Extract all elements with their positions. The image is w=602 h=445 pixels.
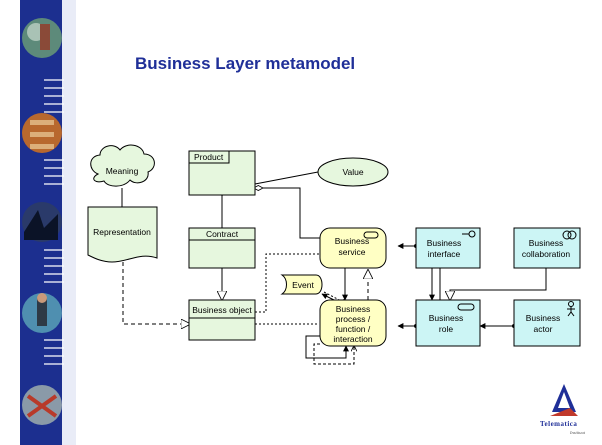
collaboration-aggregates-role [450,268,546,300]
product-label: Product [194,152,224,162]
contract-node[interactable]: Contract [188,227,256,269]
meaning-node[interactable]: Meaning [90,144,155,187]
logo-subtitle: Instituut [570,430,586,435]
business-object-label: Business object [192,305,252,315]
business-service-node[interactable]: Business service [319,227,387,269]
actor-icon [567,301,575,317]
business-collaboration-node[interactable]: Business collaboration [513,227,581,269]
representation-node[interactable]: Representation [87,206,158,263]
product-value-link [255,171,319,184]
value-node[interactable]: Value [317,157,389,187]
representation-label: Representation [93,227,151,237]
business-service-label-2: service [339,247,366,257]
product-node[interactable]: Product [188,150,256,196]
role-icon [457,303,475,311]
business-collaboration-label-2: collaboration [522,249,570,259]
business-actor-node[interactable]: Business actor [513,299,581,347]
event-label: Event [292,280,314,290]
business-process-label-4: interaction [333,334,372,344]
business-interface-label-2: interface [428,249,461,259]
sidebar-decoration [0,0,76,445]
process-self-trigger [305,335,349,359]
business-role-label-1: Business [429,313,464,323]
event-node[interactable]: Event [280,274,323,295]
business-object-node[interactable]: Business object [188,299,256,341]
product-aggregates-service [263,188,320,239]
business-interface-label-1: Business [427,238,462,248]
business-role-node[interactable]: Business role [415,299,481,347]
telematica-logo [550,384,578,416]
business-process-label-3: function / [336,324,371,334]
process-self-flow [313,343,354,365]
object-service-access [255,253,319,313]
collaboration-icon [562,230,577,240]
business-interface-node[interactable]: Business interface [415,227,481,269]
business-process-node[interactable]: Business process / function / interactio… [319,299,387,347]
business-process-label-1: Business [336,304,371,314]
contract-label: Contract [206,229,239,239]
interface-icon [462,230,476,238]
value-label: Value [342,167,363,177]
business-collaboration-label-1: Business [529,238,564,248]
business-process-label-2: process / [336,314,371,324]
business-service-label-1: Business [335,236,370,246]
business-actor-label-2: actor [534,324,553,334]
slide-title: Business Layer metamodel [135,54,356,73]
meaning-label: Meaning [106,166,139,176]
business-role-label-2: role [439,324,453,334]
logo-name: Telematica [540,420,578,428]
business-actor-label-1: Business [526,313,561,323]
service-icon [363,231,379,239]
representation-realizes-object [122,262,190,324]
